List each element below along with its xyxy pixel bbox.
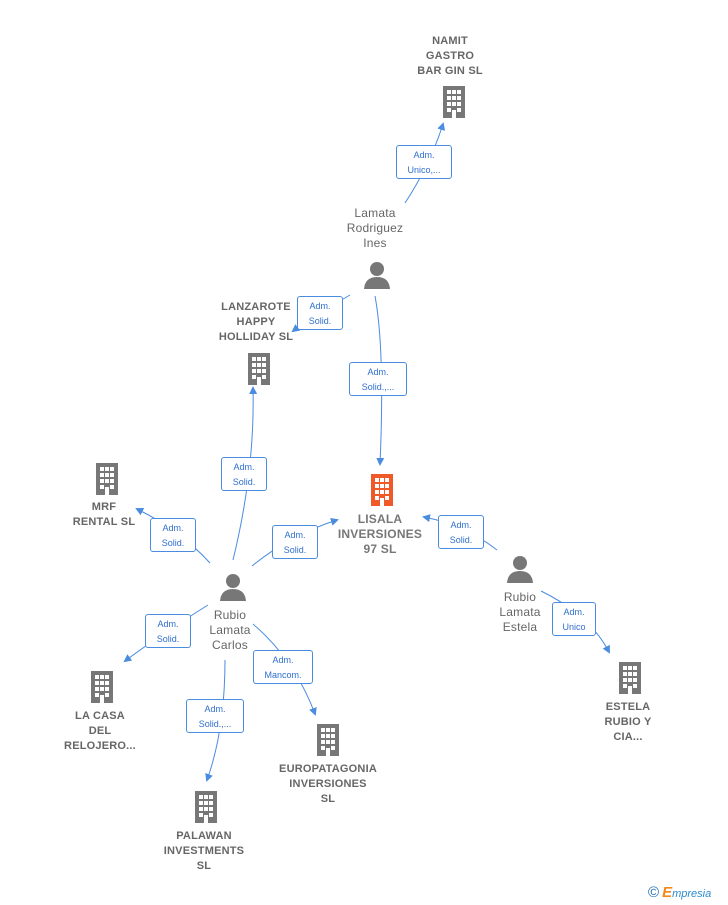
europatagonia-building-icon[interactable] — [313, 722, 343, 761]
rubio-carlos-label[interactable]: Rubio Lamata Carlos — [209, 608, 251, 652]
palawan-building-icon[interactable] — [191, 789, 221, 828]
edge-label-carlos-lanzarote[interactable]: Adm. Solid. — [221, 457, 267, 491]
lamata-ines-person-icon[interactable] — [362, 260, 392, 295]
lanzarote-label[interactable]: LANZAROTE HAPPY HOLLIDAY SL — [218, 301, 294, 343]
edge-label-ines-lisala[interactable]: Adm. Solid.,... — [349, 362, 407, 396]
copyright-symbol: © — [648, 884, 660, 901]
lisala-building-icon[interactable] — [367, 472, 397, 511]
palawan-label[interactable]: PALAWAN INVESTMENTS SL — [163, 830, 245, 872]
la-casa-label[interactable]: LA CASA DEL RELOJERO... — [64, 710, 136, 752]
empresia-watermark: ©Empresia — [648, 884, 711, 901]
rubio-estela-label[interactable]: Rubio Lamata Estela — [499, 590, 541, 634]
brand-initial: E — [662, 884, 673, 901]
edge-label-ines-lanzarote[interactable]: Adm. Solid. — [297, 296, 343, 330]
rubio-estela-person-icon[interactable] — [505, 554, 535, 589]
mrf-building-icon[interactable] — [92, 461, 122, 500]
edge-label-carlos-lisala[interactable]: Adm. Solid. — [272, 525, 318, 559]
lamata-ines-label[interactable]: Lamata Rodriguez Ines — [346, 206, 404, 250]
namit-building-icon[interactable] — [439, 84, 469, 123]
lisala-label[interactable]: LISALA INVERSIONES 97 SL — [337, 512, 423, 556]
edge-label-estela-lisala[interactable]: Adm. Solid. — [438, 515, 484, 549]
mrf-label[interactable]: MRF RENTAL SL — [72, 501, 136, 528]
rubio-carlos-person-icon[interactable] — [218, 572, 248, 607]
brand-name: mpresia — [672, 888, 712, 900]
namit-label[interactable]: NAMIT GASTRO BAR GIN SL — [417, 35, 483, 77]
la-casa-building-icon[interactable] — [87, 669, 117, 708]
lanzarote-building-icon[interactable] — [244, 351, 274, 390]
edge-label-carlos-europatagonia[interactable]: Adm. Mancom. — [253, 650, 313, 684]
edge-label-carlos-mrf[interactable]: Adm. Solid. — [150, 518, 196, 552]
edge-label-ines-namit[interactable]: Adm. Unico,... — [396, 145, 452, 179]
estela-rubio-building-icon[interactable] — [615, 660, 645, 699]
edge-label-carlos-lacasa[interactable]: Adm. Solid. — [145, 614, 191, 648]
europatagonia-label[interactable]: EUROPATAGONIA INVERSIONES SL — [279, 763, 377, 805]
edge-label-carlos-palawan[interactable]: Adm. Solid.,... — [186, 699, 244, 733]
edge-label-estela-estelarubio[interactable]: Adm. Unico — [552, 602, 596, 636]
estela-rubio-label[interactable]: ESTELA RUBIO Y CIA... — [604, 701, 652, 743]
